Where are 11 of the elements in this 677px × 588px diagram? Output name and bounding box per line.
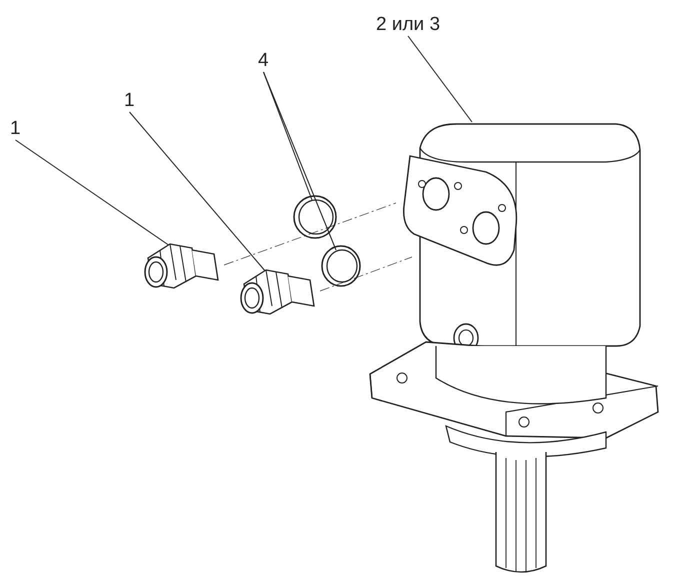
callout-number: 1 [124,90,135,112]
leader-line [263,72,336,250]
seal-ring-drawing [320,244,362,288]
seal-ring-drawing [292,194,338,240]
leader-line [263,72,312,200]
leader-line [129,112,266,272]
callout-number: 4 [258,50,269,72]
leader-line [15,140,170,246]
leader-line [408,36,472,122]
callout-number: 2 или 3 [376,14,440,36]
callout-number: 1 [10,118,21,140]
